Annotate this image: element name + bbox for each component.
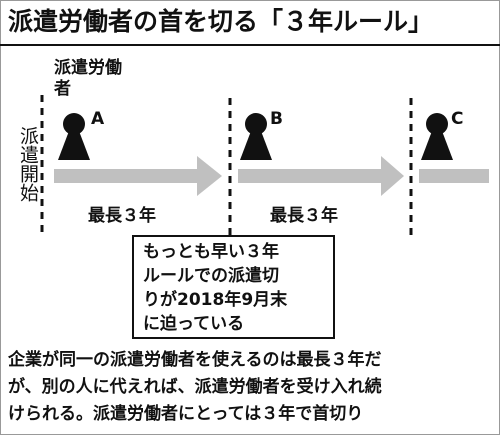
period-label-second: 最長３年 <box>270 206 338 226</box>
person-label-c: C <box>451 109 464 129</box>
callout-box: もっとも早い３年 ルールでの派遣切 りが2018年9月末 に迫っている <box>132 235 335 339</box>
continuation-bar <box>419 169 489 183</box>
arrow-right-icon <box>54 156 222 196</box>
description-text: 企業が同一の派遣労働者を使えるのは最長３年だ が、別の人に代えれば、派遣労働者を… <box>8 347 494 428</box>
dispatch-worker-label: 派遣労働者 <box>54 58 122 99</box>
arrow-right-icon <box>238 156 404 196</box>
description-line: 企業が同一の派遣労働者を使えるのは最長３年だ <box>8 350 382 370</box>
person-label-a: A <box>91 109 105 129</box>
person-icon <box>240 113 272 160</box>
period-label-first: 最長３年 <box>88 206 156 226</box>
description-line: が、別の人に代えれば、派遣労働者を受け入れ続 <box>8 377 382 397</box>
person-label-b: B <box>270 109 283 129</box>
callout-line: に迫っている <box>143 314 245 334</box>
callout-line: もっとも早い３年 <box>143 242 279 262</box>
person-icon <box>58 113 90 160</box>
callout-line: りが2018年9月末 <box>143 290 288 310</box>
title-divider <box>0 44 500 46</box>
figure-title: 派遣労働者の首を切る「３年ルール」 <box>8 7 434 36</box>
description-line: けられる。派遣労働者にとっては３年で首切り <box>8 404 364 424</box>
callout-line: ルールでの派遣切 <box>143 266 279 286</box>
dispatch-start-label: 派遣開始 <box>17 126 39 202</box>
person-icon <box>421 113 453 160</box>
